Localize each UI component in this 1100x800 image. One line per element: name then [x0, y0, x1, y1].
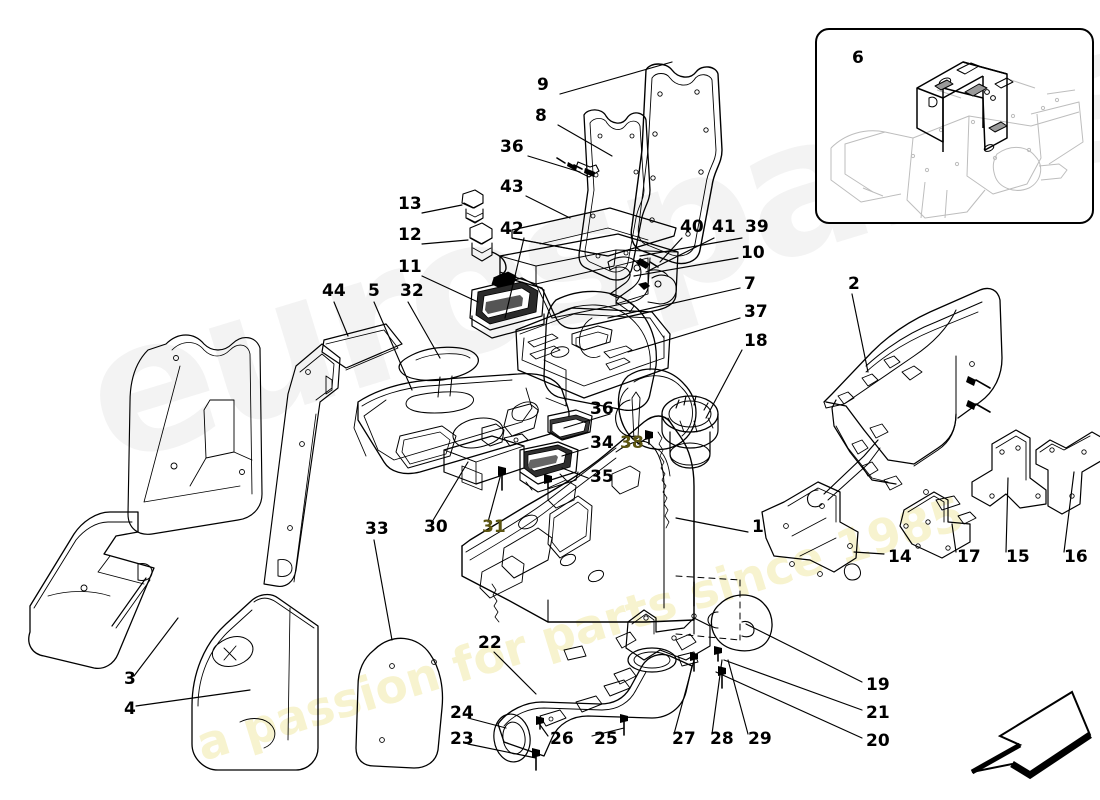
callout-label-38: 38 — [620, 433, 644, 453]
part-15-pedestal-bracket — [971, 429, 1047, 509]
callout-label-36: 36 — [590, 399, 614, 419]
part-left-upper-panel — [127, 334, 263, 535]
part-34-switch-block — [519, 441, 579, 493]
callout-label-22: 22 — [478, 633, 502, 653]
callout-label-44: 44 — [322, 281, 346, 301]
part-7-console-surround — [515, 307, 671, 399]
callout-label-8: 8 — [535, 106, 547, 126]
part-22-air-duct — [493, 645, 699, 763]
part-32-armrest-pad — [398, 346, 479, 398]
callout-label-39: 39 — [745, 217, 769, 237]
part-16-hook-bracket — [1035, 431, 1100, 515]
callout-label-40: 40 — [680, 217, 704, 237]
callout-label-21: 21 — [866, 703, 890, 723]
part-1-main-tunnel-console — [461, 415, 695, 635]
part-11-switch-assembly — [469, 277, 545, 339]
part-44-trim-strip — [321, 323, 403, 371]
part-43-box-lid — [511, 207, 677, 257]
callout-label-10: 10 — [741, 243, 765, 263]
callout-label-9: 9 — [537, 75, 549, 95]
part-36b-tray — [547, 409, 593, 441]
callout-label-27: 27 — [672, 729, 696, 749]
callout-label-7: 7 — [744, 274, 756, 294]
inset-drawing — [830, 61, 1084, 219]
part-3-left-foot-panel — [28, 511, 155, 670]
callout-label-34: 34 — [590, 433, 614, 453]
part-2-tunnel-side-trim — [806, 287, 1003, 508]
callout-label-15: 15 — [1006, 547, 1030, 567]
callout-label-24: 24 — [450, 703, 474, 723]
detail-inset-box — [815, 28, 1094, 224]
callout-label-26: 26 — [550, 729, 574, 749]
part-37-console-cover — [543, 290, 658, 412]
callout-label-6: 6 — [852, 48, 864, 68]
part-27-support-bracket — [615, 609, 711, 661]
callout-label-20: 20 — [866, 731, 890, 751]
part-9-rear-panel — [630, 63, 723, 265]
callout-label-36: 36 — [500, 137, 524, 157]
part-19-rubber-mount — [707, 594, 773, 652]
part-14-mounting-bracket — [761, 481, 861, 581]
callout-label-16: 16 — [1064, 547, 1088, 567]
callout-label-13: 13 — [398, 194, 422, 214]
leader-lines — [133, 61, 1075, 759]
callout-label-35: 35 — [590, 467, 614, 487]
part-4-left-lower-trim — [191, 593, 319, 771]
part-1-hidden-edge — [675, 575, 741, 641]
callout-label-3: 3 — [124, 669, 136, 689]
callout-label-19: 19 — [866, 675, 890, 695]
callout-label-25: 25 — [594, 729, 618, 749]
part-33-insulation-panel — [355, 637, 444, 769]
callout-label-2: 2 — [848, 274, 860, 294]
callout-label-29: 29 — [748, 729, 772, 749]
callout-label-11: 11 — [398, 257, 422, 277]
callout-label-31: 31 — [482, 517, 506, 537]
callout-label-1: 1 — [752, 517, 764, 537]
part-left-vertical-trim — [263, 343, 341, 587]
callout-label-30: 30 — [424, 517, 448, 537]
callout-label-5: 5 — [368, 281, 380, 301]
callout-label-43: 43 — [500, 177, 524, 197]
callout-label-42: 42 — [500, 219, 524, 239]
callout-label-4: 4 — [124, 699, 136, 719]
callout-label-17: 17 — [957, 547, 981, 567]
part-42-storage-box — [499, 233, 679, 330]
part-35-screw — [544, 474, 552, 489]
direction-arrow — [970, 690, 1092, 780]
callout-label-23: 23 — [450, 729, 474, 749]
callout-label-28: 28 — [710, 729, 734, 749]
part-13-lighter-cap — [461, 189, 484, 224]
callout-label-32: 32 — [400, 281, 424, 301]
callout-label-41: 41 — [712, 217, 736, 237]
callout-label-18: 18 — [744, 331, 768, 351]
callout-label-14: 14 — [888, 547, 912, 567]
callout-label-37: 37 — [744, 302, 768, 322]
part-17-small-bracket — [899, 491, 977, 559]
callout-label-12: 12 — [398, 225, 422, 245]
callout-label-33: 33 — [365, 519, 389, 539]
